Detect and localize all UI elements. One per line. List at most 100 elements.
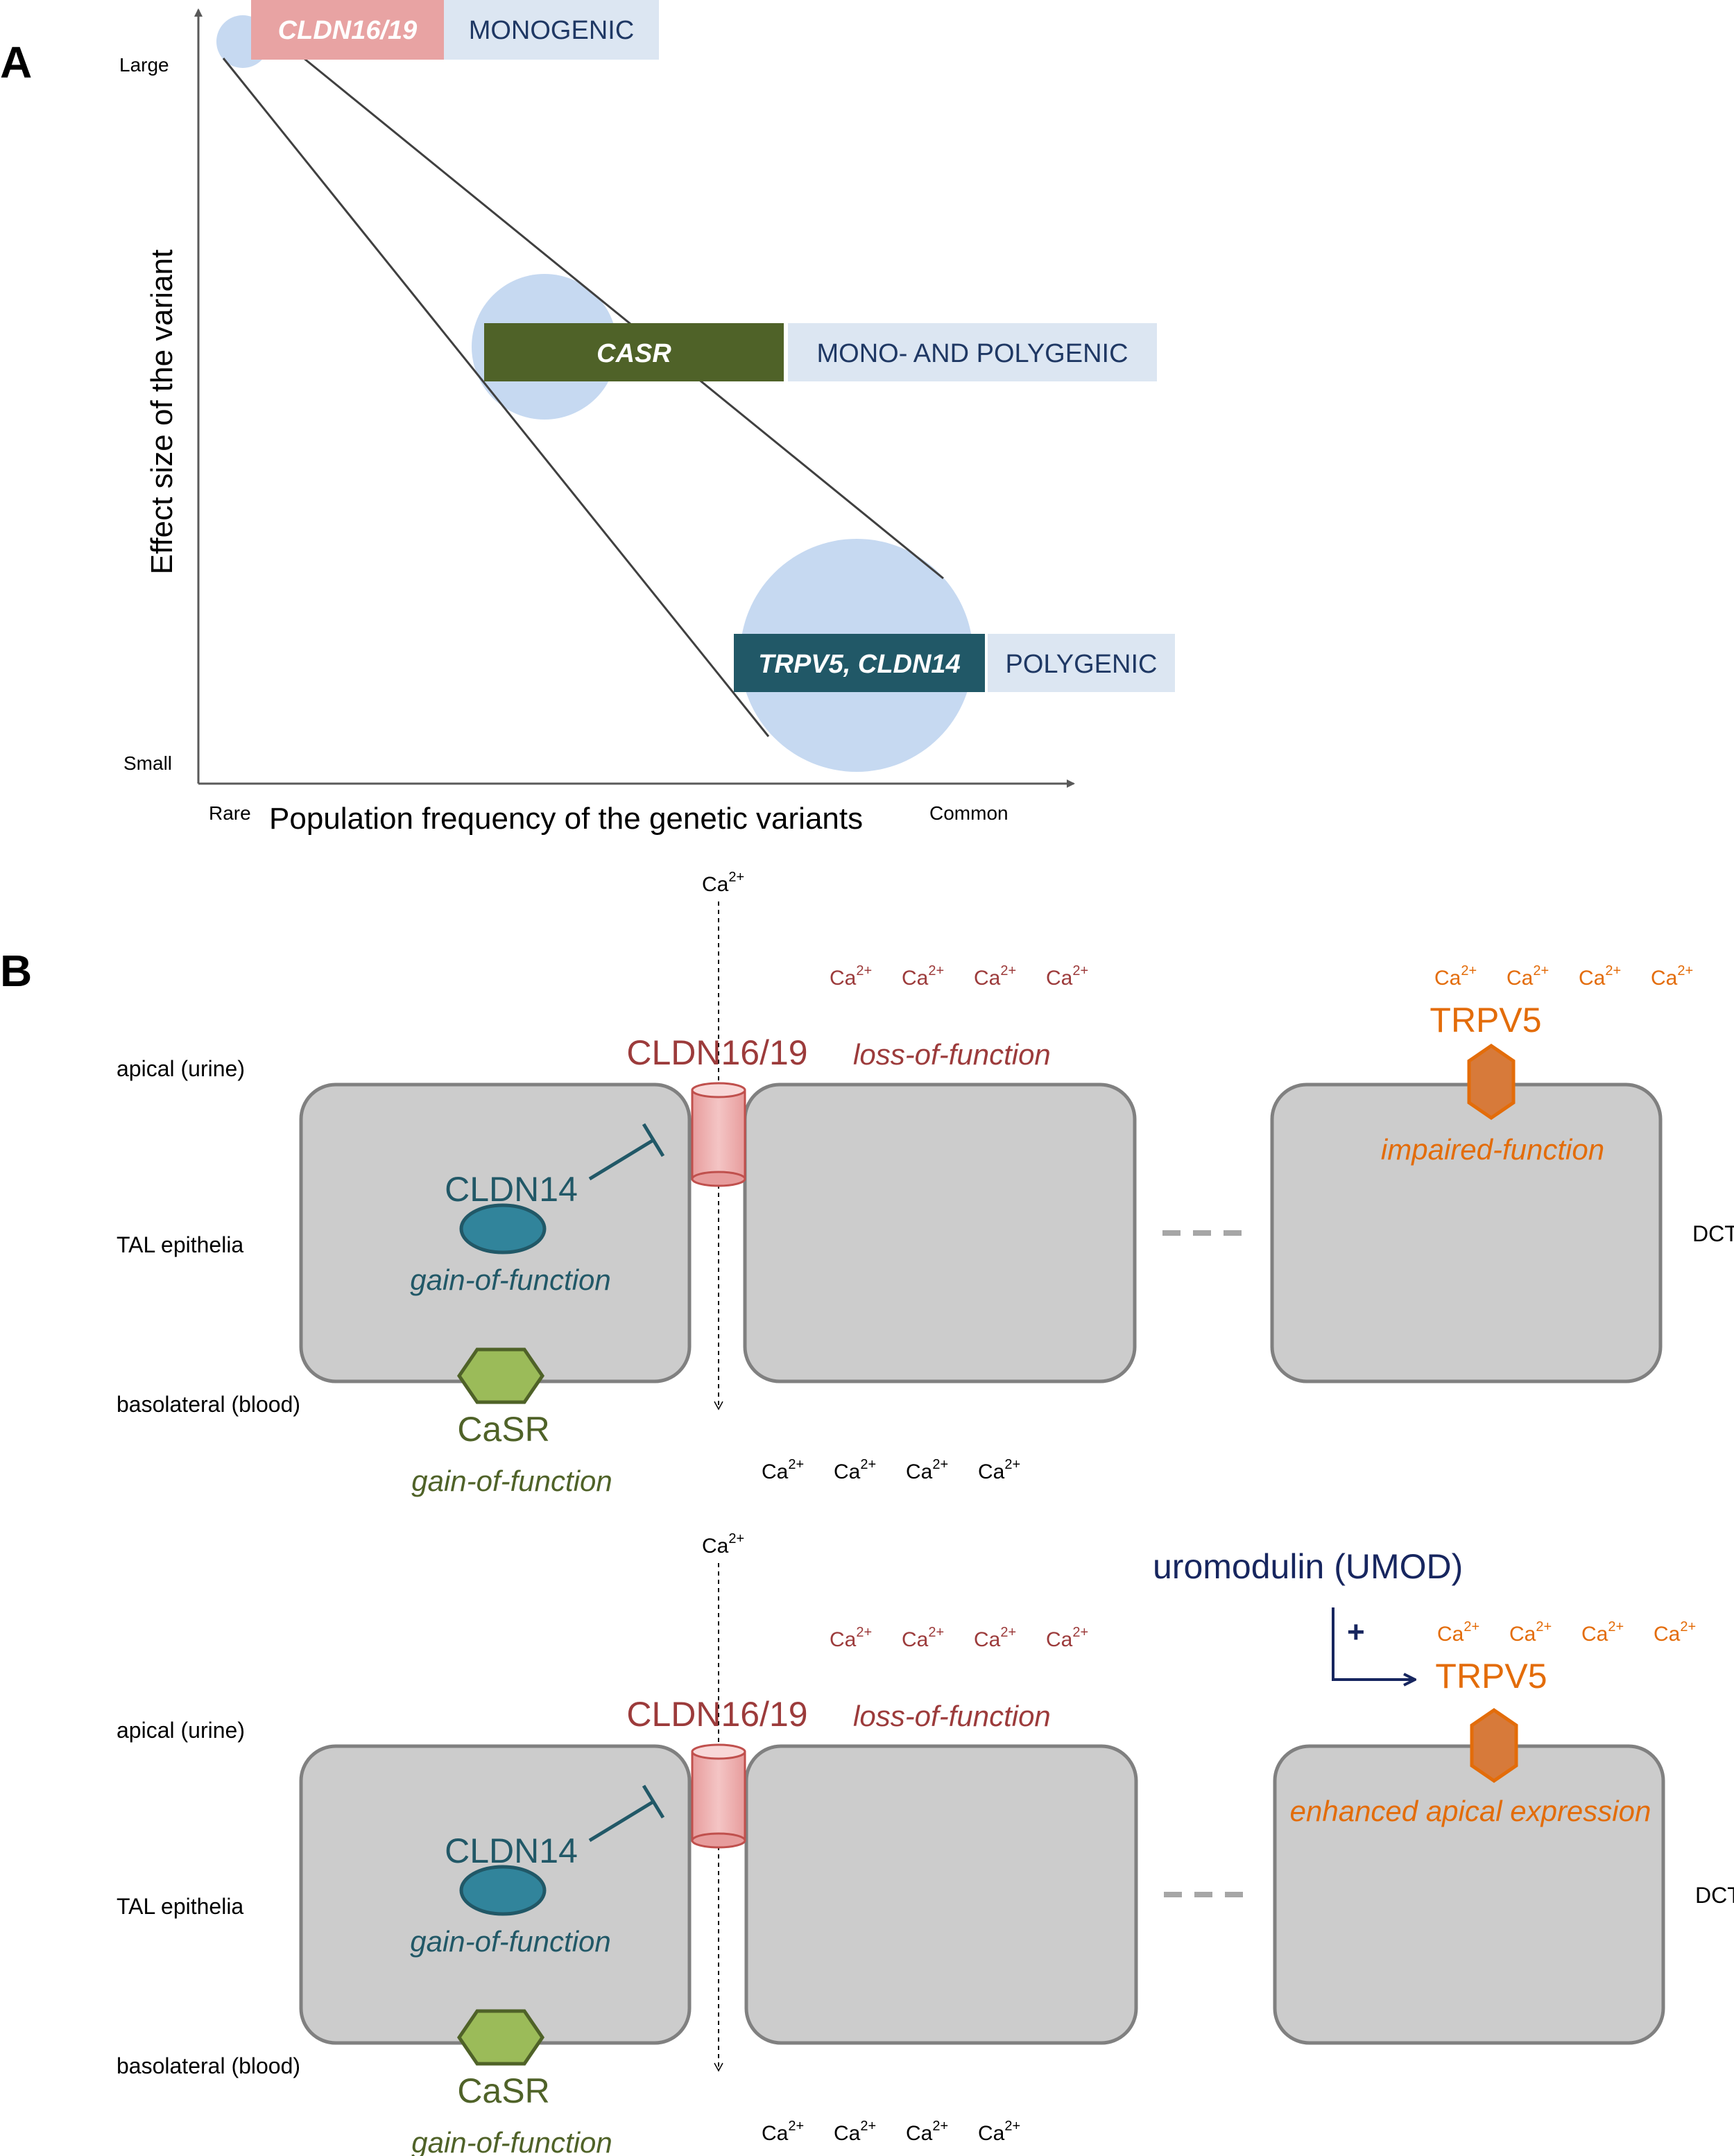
dct-ion: Ca2+: [1579, 963, 1621, 990]
dct-ion: Ca2+: [1506, 963, 1549, 990]
dct-ions: Ca2+ Ca2+ Ca2+ Ca2+: [1437, 1619, 1696, 1646]
trpv5-label: TRPV5: [1430, 1001, 1541, 1040]
blood-ion: Ca2+: [762, 2119, 804, 2145]
lumen-ions: Ca2+ Ca2+ Ca2+ Ca2+: [830, 963, 1088, 990]
label-basolateral: basolateral (blood): [117, 1392, 300, 1417]
trpv5-effect: impaired-function: [1381, 1133, 1604, 1166]
ion-top: Ca2+: [702, 870, 744, 896]
trpv5-effect: enhanced apical expression: [1290, 1795, 1651, 1827]
lumen-ion: Ca2+: [902, 1625, 944, 1651]
blood-ions: Ca2+ Ca2+ Ca2+ Ca2+: [762, 2119, 1020, 2145]
cldn14-shape: [459, 1865, 547, 1916]
funnel-line-lower: [222, 58, 770, 737]
dct-ions: Ca2+ Ca2+ Ca2+ Ca2+: [1434, 963, 1693, 990]
y-axis-label: Effect size of the variant: [145, 250, 179, 575]
row-2: Ca2+ Ca2+ Ca2+ Ca2+ Ca2+ Ca2+ Ca2+ Ca2+ …: [117, 1531, 1734, 2156]
lumen-ion: Ca2+: [974, 1625, 1016, 1651]
inhibition-line: [588, 1784, 665, 1843]
tal-cell-2: [744, 1744, 1138, 2045]
label-dct: DCT: [1692, 1221, 1734, 1246]
inhibition-line: [588, 1123, 665, 1181]
label-basolateral: basolateral (blood): [117, 2053, 300, 2078]
trpv5-hexagon: [1470, 1707, 1518, 1784]
x-tick-rare: Rare: [209, 802, 251, 824]
class-box-polygenic: [988, 634, 1175, 692]
lumen-ion: Ca2+: [1046, 1625, 1088, 1651]
tal-cell-2: [743, 1083, 1137, 1383]
blood-ion: Ca2+: [762, 1457, 804, 1483]
dct-ion: Ca2+: [1581, 1619, 1624, 1646]
dct-cell: [1270, 1083, 1663, 1383]
dct-cell: [1273, 1744, 1665, 2045]
panel-a: A CLDN16/19 MONOGENIC CASR MONO- AND POL…: [0, 0, 1175, 836]
umod-label: uromodulin (UMOD): [1153, 1547, 1463, 1586]
casr-effect: gain-of-function: [411, 1465, 612, 1497]
class-box-mono-polygenic: [788, 323, 1157, 381]
blood-ion: Ca2+: [978, 2119, 1020, 2145]
panel-a-letter: A: [0, 37, 32, 87]
lumen-ion: Ca2+: [974, 963, 1016, 990]
umod-plus: +: [1347, 1615, 1365, 1649]
y-tick-small: Small: [123, 752, 172, 774]
lumen-ion: Ca2+: [830, 1625, 872, 1651]
gene-label-mono-polygenic: CASR: [596, 339, 671, 368]
lumen-ions: Ca2+ Ca2+ Ca2+ Ca2+: [830, 1625, 1088, 1651]
class-box-monogenic: [444, 0, 659, 60]
dct-ion: Ca2+: [1509, 1619, 1552, 1646]
cldn1619-channel: [691, 1082, 746, 1187]
blood-ion: Ca2+: [906, 2119, 948, 2145]
cldn1619-label: CLDN16/19: [626, 1033, 807, 1072]
x-axis-label: Population frequency of the genetic vari…: [269, 802, 863, 836]
gene-label-polygenic: TRPV5, CLDN14: [758, 650, 960, 679]
blood-ion: Ca2+: [978, 1457, 1020, 1483]
cldn14-effect: gain-of-function: [410, 1264, 611, 1296]
casr-hexagon: [456, 2009, 545, 2066]
gene-box-polygenic: [734, 634, 985, 692]
lumen-ion: Ca2+: [1046, 963, 1088, 990]
class-label-polygenic: POLYGENIC: [1006, 650, 1158, 679]
dct-ion: Ca2+: [1434, 963, 1477, 990]
cldn1619-label: CLDN16/19: [626, 1695, 807, 1734]
funnel-line-upper: [303, 57, 944, 580]
y-tick-large: Large: [119, 54, 169, 76]
label-dct: DCT: [1695, 1883, 1734, 1908]
blood-ions: Ca2+ Ca2+ Ca2+ Ca2+: [762, 1457, 1020, 1483]
label-tal: TAL epithelia: [117, 1232, 243, 1257]
label-apical: apical (urine): [117, 1056, 245, 1081]
cldn14-effect: gain-of-function: [410, 1925, 611, 1958]
lumen-ion: Ca2+: [830, 963, 872, 990]
blood-ion: Ca2+: [834, 2119, 876, 2145]
trpv5-hexagon: [1467, 1043, 1516, 1121]
x-tick-common: Common: [929, 802, 1008, 824]
casr-effect: gain-of-function: [411, 2126, 612, 2156]
label-tal: TAL epithelia: [117, 1894, 243, 1919]
casr-hexagon: [456, 1347, 545, 1404]
cldn1619-effect: loss-of-function: [853, 1700, 1051, 1732]
casr-label: CaSR: [457, 2071, 549, 2110]
umod-arrow: [1332, 1607, 1415, 1680]
blood-ion: Ca2+: [834, 1457, 876, 1483]
row-1: Ca2+ Ca2+ Ca2+ Ca2+ Ca2+ Ca2+ Ca2+ Ca2+ …: [117, 870, 1734, 1497]
casr-label: CaSR: [457, 1410, 549, 1449]
gene-box-mono-polygenic: [484, 323, 784, 381]
cldn14-label: CLDN14: [445, 1170, 578, 1209]
panel-b-letter: B: [0, 946, 32, 996]
cldn14-label: CLDN14: [445, 1831, 578, 1870]
ion-top: Ca2+: [702, 1531, 744, 1558]
lumen-ion: Ca2+: [902, 963, 944, 990]
class-label-mono-polygenic: MONO- AND POLYGENIC: [816, 339, 1128, 368]
dct-ion: Ca2+: [1651, 963, 1693, 990]
gene-box-monogenic: [251, 0, 444, 60]
cldn1619-channel: [691, 1743, 746, 1849]
blood-ion: Ca2+: [906, 1457, 948, 1483]
cldn14-shape: [459, 1203, 547, 1254]
class-label-monogenic: MONOGENIC: [469, 16, 635, 45]
label-apical: apical (urine): [117, 1718, 245, 1743]
gene-label-monogenic: CLDN16/19: [278, 16, 418, 45]
dct-ion: Ca2+: [1654, 1619, 1696, 1646]
trpv5-label: TRPV5: [1435, 1657, 1547, 1696]
cldn1619-effect: loss-of-function: [853, 1038, 1051, 1071]
dct-ion: Ca2+: [1437, 1619, 1479, 1646]
panel-b: B Ca2+ Ca2+ Ca2+ Ca2+ Ca2+ Ca2+ Ca2+ Ca2…: [0, 870, 1734, 2156]
